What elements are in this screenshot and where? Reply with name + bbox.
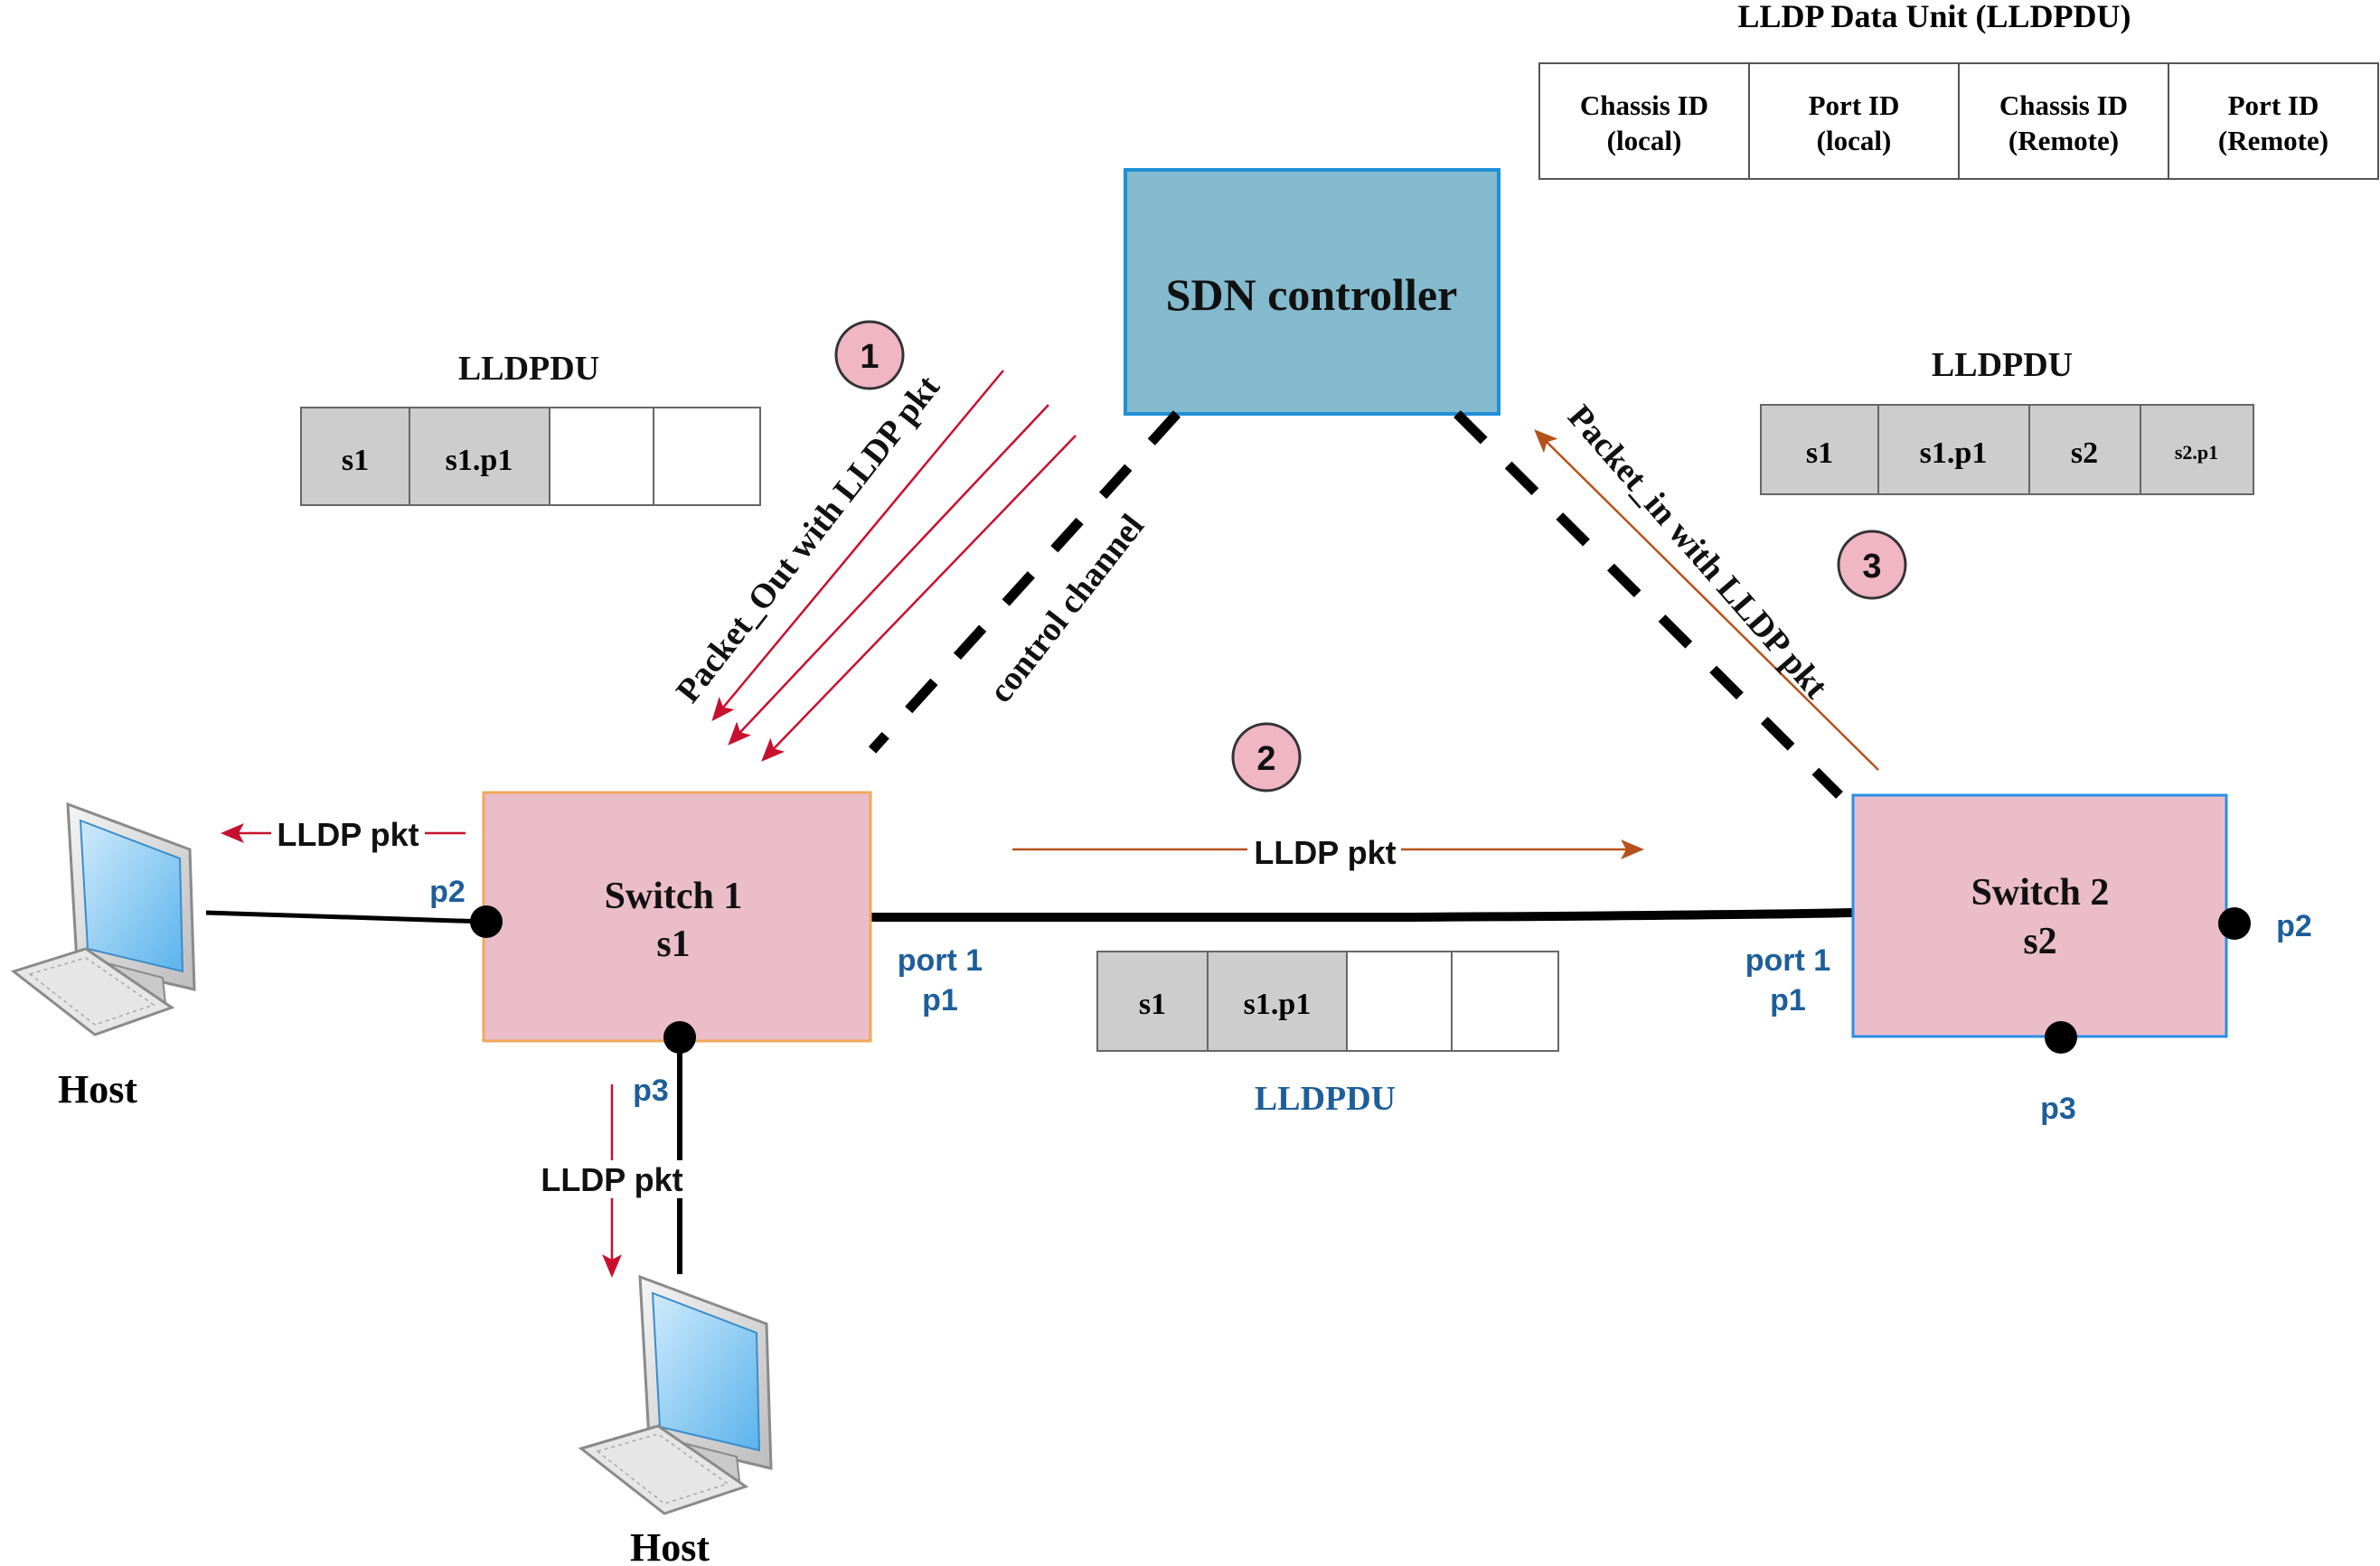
s2-port-p2-dot: [2218, 907, 2251, 940]
svg-text:Chassis ID: Chassis ID: [1999, 89, 2128, 121]
svg-text:(Remote): (Remote): [2218, 125, 2328, 156]
control-channel-s1: [868, 410, 1181, 754]
field-port-id-remote: Port ID (Remote): [2218, 89, 2328, 156]
svg-text:Port ID: Port ID: [2228, 89, 2319, 121]
switch-1-id: s1: [656, 924, 690, 965]
step-badge-2: 2: [1231, 722, 1302, 792]
s2-port1-label: port 1: [1745, 943, 1830, 978]
lldpdu-middle-cell: s1: [1139, 988, 1166, 1021]
svg-text:Port ID: Port ID: [1809, 89, 1900, 121]
svg-text:Chassis ID: Chassis ID: [1580, 89, 1708, 121]
svg-text:1: 1: [860, 338, 879, 376]
lldpdu-middle-cell: s1.p1: [1244, 988, 1312, 1021]
s1-port-p3-dot: [663, 1021, 696, 1054]
lldpdu-left-cell: s1.p1: [446, 444, 513, 477]
field-port-id-local: Port ID (local): [1809, 89, 1900, 156]
s1-port-p2-dot: [470, 905, 503, 938]
switch-2-name: Switch 2: [1971, 872, 2110, 914]
lldpdu-right-cell: s2: [2071, 436, 2098, 470]
lldpdu-right-title: LLDPDU: [1932, 346, 2073, 384]
switch-1-name: Switch 1: [605, 876, 743, 917]
lldpdu-middle: s1 s1.p1 LLDPDU: [1096, 951, 1559, 1118]
sdn-controller-box: [1124, 168, 1500, 416]
lldpdu-format-table: LLDP Data Unit (LLDPDU) Chassis ID (loca…: [1538, 0, 2379, 180]
lldpdu-left-title: LLDPDU: [458, 350, 599, 388]
s1-port-p2-label: p2: [429, 875, 466, 909]
lldp-pkt-link-label: LLDP pkt: [1254, 834, 1396, 871]
step-badge-3: 3: [1837, 530, 1907, 600]
s2-port1-id: p1: [1770, 983, 1806, 1017]
svg-text:3: 3: [1862, 548, 1881, 586]
left-host-link: [205, 910, 487, 924]
s1-port1-id: p1: [922, 983, 958, 1017]
lldp-pkt-bottom-label: LLDP pkt: [541, 1161, 682, 1198]
svg-text:2: 2: [1256, 740, 1275, 778]
svg-text:(Remote): (Remote): [2008, 125, 2119, 156]
host-bottom-label: Host: [630, 1525, 710, 1566]
switch-1-box: [482, 791, 872, 1043]
step-badge-1: 1: [834, 320, 905, 390]
s1-s2-link: [870, 908, 1854, 922]
sdn-controller: SDN controller: [1124, 168, 1500, 416]
computer-icon: [10, 802, 196, 1036]
lldpdu-right: LLDPDU s1 s1.p1 s2 s2.p1: [1760, 346, 2254, 495]
field-chassis-id-remote: Chassis ID (Remote): [1999, 89, 2128, 156]
host-left-label: Host: [58, 1067, 137, 1111]
lldpdu-middle-title: LLDPDU: [1255, 1080, 1396, 1118]
field-chassis-id-local: Chassis ID (local): [1580, 89, 1708, 156]
lldpdu-right-cell: s1: [1806, 436, 1833, 470]
svg-text:(local): (local): [1607, 125, 1682, 156]
control-channel-s2: [1453, 410, 1843, 799]
lldpdu-left: LLDPDU s1 s1.p1: [300, 350, 761, 506]
s2-port-p3-dot: [2045, 1021, 2077, 1054]
switch-2-box: [1851, 793, 2228, 1038]
s1-port1-label: port 1: [898, 943, 983, 978]
switch-1: Switch 1 s1: [482, 791, 872, 1043]
packet-in-arrow: [1534, 429, 1879, 771]
computer-icon: [578, 1274, 773, 1515]
lldpdu-right-cell: s1.p1: [1920, 436, 1988, 470]
sdn-controller-label: SDN controller: [1166, 269, 1458, 320]
lldpdu-left-cell: s1: [342, 444, 369, 477]
lldpdu-format-title: LLDP Data Unit (LLDPDU): [1737, 0, 2131, 34]
lldp-pkt-left-label: LLDP pkt: [277, 816, 419, 853]
svg-text:(local): (local): [1817, 125, 1892, 156]
s1-port-p3-label: p3: [633, 1074, 669, 1108]
s2-port-p2-label: p2: [2276, 909, 2312, 943]
switch-2-id: s2: [2023, 921, 2056, 962]
s2-port-p3-label: p3: [2040, 1092, 2076, 1126]
packet-out-arrows: [711, 370, 1077, 762]
lldpdu-right-cell: s2.p1: [2175, 441, 2218, 464]
switch-2: Switch 2 s2: [1851, 793, 2228, 1038]
